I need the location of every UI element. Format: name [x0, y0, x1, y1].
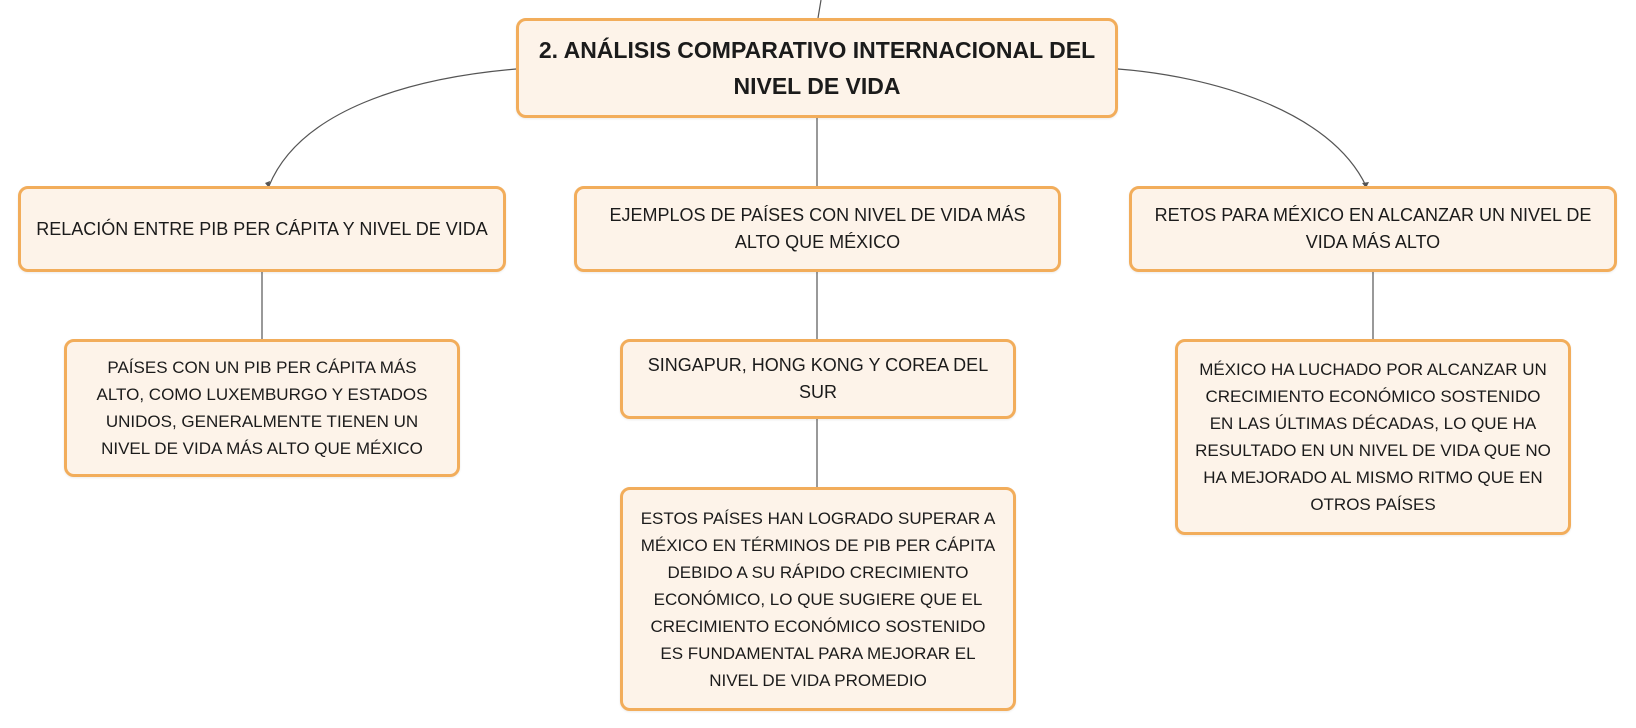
subtopic-mexico-crecimiento[interactable]: MÉXICO HA LUCHADO POR ALCANZAR UN CRECIM… — [1175, 339, 1571, 535]
subtopic-crecimiento-rapido[interactable]: ESTOS PAÍSES HAN LOGRADO SUPERAR A MÉXIC… — [620, 487, 1016, 711]
connector-root-to-branch-right — [1117, 68, 1367, 187]
root-topic[interactable]: 2. ANÁLISIS COMPARATIVO INTERNACIONAL DE… — [516, 18, 1118, 118]
subtopic-label: MÉXICO HA LUCHADO POR ALCANZAR UN CRECIM… — [1195, 360, 1551, 514]
topic-label: RELACIÓN ENTRE PIB PER CÁPITA Y NIVEL DE… — [36, 218, 488, 239]
connector-root-to-branch-left — [268, 68, 517, 187]
root-topic-label: 2. ANÁLISIS COMPARATIVO INTERNACIONAL DE… — [538, 37, 1096, 99]
topic-label: RETOS PARA MÉXICO EN ALCANZAR UN NIVEL D… — [1154, 205, 1592, 252]
subtopic-paises-pib-alto[interactable]: PAÍSES CON UN PIB PER CÁPITA MÁS ALTO, C… — [64, 339, 460, 477]
connector-arrow-right — [1362, 182, 1369, 188]
topic-retos-mexico[interactable]: RETOS PARA MÉXICO EN ALCANZAR UN NIVEL D… — [1129, 186, 1617, 272]
topic-pib-nivel-de-vida[interactable]: RELACIÓN ENTRE PIB PER CÁPITA Y NIVEL DE… — [18, 186, 506, 272]
subtopic-label: SINGAPUR, HONG KONG Y COREA DEL SUR — [647, 355, 989, 402]
topic-label: EJEMPLOS DE PAÍSES CON NIVEL DE VIDA MÁS… — [609, 205, 1026, 252]
topic-ejemplos-paises[interactable]: EJEMPLOS DE PAÍSES CON NIVEL DE VIDA MÁS… — [574, 186, 1061, 272]
connector-parent-to-root — [817, 0, 822, 19]
subtopic-label: PAÍSES CON UN PIB PER CÁPITA MÁS ALTO, C… — [96, 358, 428, 458]
subtopic-label: ESTOS PAÍSES HAN LOGRADO SUPERAR A MÉXIC… — [640, 508, 996, 690]
subtopic-singapur-hong-kong-corea[interactable]: SINGAPUR, HONG KONG Y COREA DEL SUR — [620, 339, 1016, 419]
